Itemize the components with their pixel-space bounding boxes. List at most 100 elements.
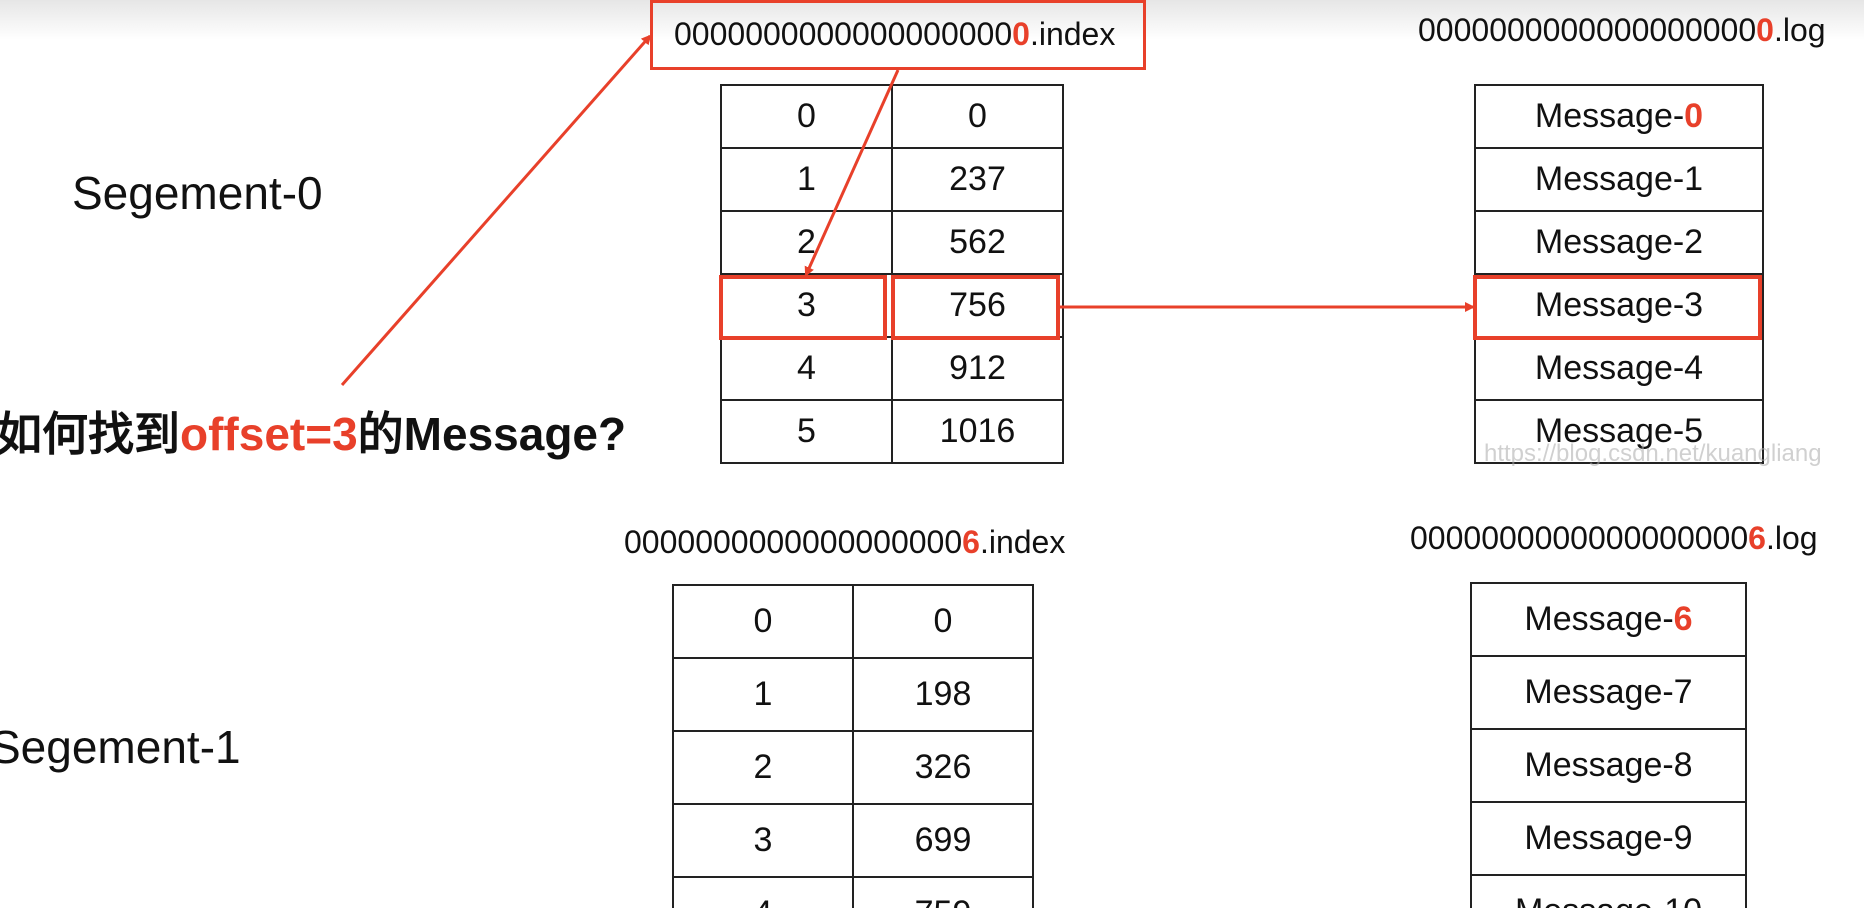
index-offset-cell: 4 [720, 336, 893, 401]
message-prefix: Message- [1534, 412, 1685, 450]
index-row: 4759 [672, 876, 1034, 908]
message-number: 1 [1684, 160, 1704, 198]
index-offset-cell: 0 [720, 84, 893, 149]
question-highlight: offset=3 [180, 408, 358, 460]
segment-1-index-table: 001198232636994759 [672, 584, 1034, 908]
index-offset-cell: 1 [672, 657, 854, 732]
message-number: 7 [1673, 673, 1693, 711]
message-prefix: Message- [1534, 286, 1685, 324]
question-text: 如何找到offset=3的Message? [0, 398, 626, 464]
filename-highlight: 0 [1756, 12, 1774, 48]
message-prefix: Message- [1524, 600, 1674, 638]
filename-prefix: 0000000000000000000 [1410, 520, 1749, 556]
message-prefix: Message- [1534, 349, 1685, 387]
filename-suffix: .index [979, 524, 1066, 560]
log-message-cell: Message-1 [1474, 147, 1764, 212]
log-message-cell: Message-0 [1474, 84, 1764, 149]
index-position-cell: 0 [852, 584, 1034, 659]
log-row: Message-6 [1470, 582, 1747, 657]
log-message-cell: Message-7 [1470, 655, 1747, 730]
message-number: 4 [1684, 349, 1704, 387]
segment-1-log-filename: 00000000000000000006.log [1410, 520, 1818, 557]
highlight-offset-cell [719, 275, 887, 340]
log-row: Message-9 [1470, 801, 1747, 876]
message-prefix: Message- [1524, 819, 1674, 857]
segment-0-log-filename: 00000000000000000000.log [1418, 12, 1826, 49]
index-offset-cell: 5 [720, 399, 893, 464]
highlight-message-cell [1473, 275, 1762, 340]
index-offset-cell: 3 [672, 803, 854, 878]
message-prefix: Message- [1534, 223, 1685, 261]
log-message-cell: Message-6 [1470, 582, 1747, 657]
index-offset-cell: 4 [672, 876, 854, 908]
segment-1-log-table: Message-6Message-7Message-8Message-9Mess… [1470, 582, 1747, 908]
filename-prefix: 0000000000000000000 [674, 16, 1013, 52]
index-offset-cell: 2 [720, 210, 893, 275]
index-position-cell: 759 [852, 876, 1034, 908]
segment-0-label: Segement-0 [72, 167, 323, 219]
log-message-cell: Message-5 [1474, 399, 1764, 464]
index-offset-cell: 1 [720, 147, 893, 212]
message-prefix: Message- [1534, 97, 1685, 135]
segment-1-label: Segement-1 [0, 721, 241, 773]
message-prefix: Message- [1524, 746, 1674, 784]
index-position-cell: 326 [852, 730, 1034, 805]
message-number: 3 [1684, 286, 1704, 324]
log-row: Message-7 [1470, 655, 1747, 730]
filename-prefix: 0000000000000000000 [1418, 12, 1757, 48]
index-position-cell: 0 [891, 84, 1064, 149]
segment-0-index-file-box [650, 0, 1146, 70]
index-position-cell: 198 [852, 657, 1034, 732]
log-row: Message-2 [1474, 210, 1764, 275]
message-number: 10 [1664, 892, 1702, 908]
filename-prefix: 0000000000000000000 [624, 524, 963, 560]
question-after: 的Message? [357, 408, 627, 460]
message-prefix: Message- [1515, 892, 1664, 908]
message-number: 8 [1673, 746, 1693, 784]
arrow-index-file-to-row [804, 69, 900, 277]
segment-0-index-filename: 00000000000000000000.index [674, 16, 1115, 53]
message-number: 2 [1684, 223, 1704, 261]
log-message-cell: Message-9 [1470, 801, 1747, 876]
index-position-cell: 756 [891, 273, 1064, 338]
filename-suffix: .log [1773, 12, 1826, 48]
log-message-cell: Message-2 [1474, 210, 1764, 275]
message-number: 5 [1684, 412, 1704, 450]
index-position-cell: 562 [891, 210, 1064, 275]
log-row: Message-0 [1474, 84, 1764, 149]
question-before: 如何找到 [0, 408, 180, 460]
message-number: 0 [1684, 97, 1704, 135]
message-prefix: Message- [1534, 160, 1685, 198]
log-row: Message-5 [1474, 399, 1764, 464]
index-position-cell: 1016 [891, 399, 1064, 464]
log-message-cell: Message-10 [1470, 874, 1747, 908]
index-position-cell: 237 [891, 147, 1064, 212]
index-position-cell: 912 [891, 336, 1064, 401]
index-offset-cell: 2 [672, 730, 854, 805]
log-row: Message-10 [1470, 874, 1747, 908]
segment-1-index-filename: 00000000000000000006.index [624, 524, 1065, 561]
index-offset-cell: 0 [672, 584, 854, 659]
filename-suffix: .index [1029, 16, 1116, 52]
filename-highlight: 6 [1748, 520, 1766, 556]
watermark: https://blog.csdn.net/kuangliang [1484, 440, 1822, 467]
log-message-cell: Message-8 [1470, 728, 1747, 803]
filename-highlight: 0 [1012, 16, 1030, 52]
filename-highlight: 6 [962, 524, 980, 560]
highlight-position-cell [891, 275, 1060, 340]
arrow-question-to-index-file [340, 34, 652, 386]
index-position-cell: 699 [852, 803, 1034, 878]
